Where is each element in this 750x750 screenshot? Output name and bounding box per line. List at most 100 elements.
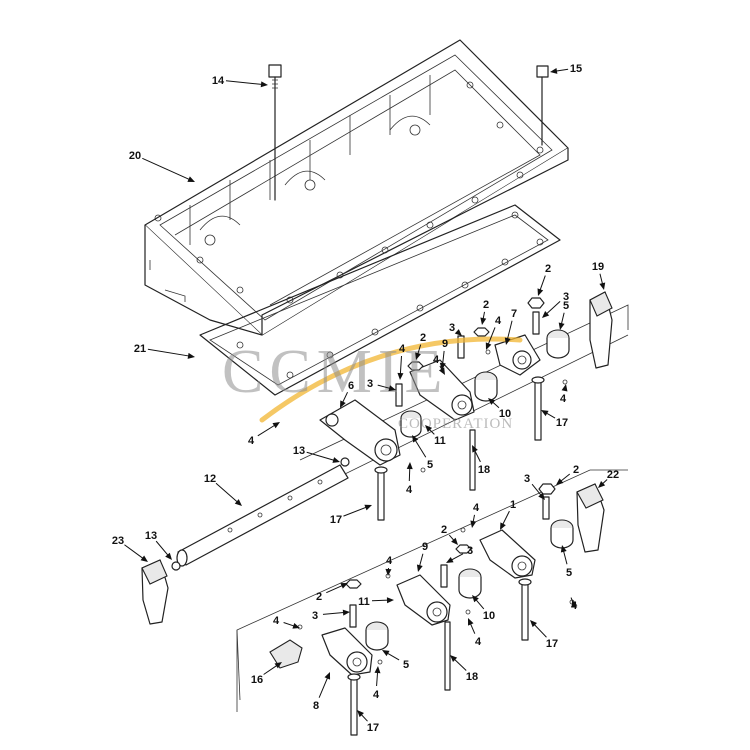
callout-label: 9 [422,541,428,553]
callout-arrowhead [140,555,148,562]
callout-15: 15 [550,63,582,75]
callout-label: 1 [510,499,516,511]
callout-arrowhead [386,597,394,604]
bushing-lower [365,519,574,651]
callout-leader [501,510,510,526]
callout-label: 10 [483,610,495,622]
callout-leader [322,611,346,615]
callout-2: 2 [556,464,579,485]
callout-label: 4 [560,393,567,405]
push-rod [374,376,545,521]
callout-arrowhead [550,67,558,74]
callout-arrowhead [480,317,487,325]
rocker-arm-9 [409,359,475,421]
callout-label: 3 [563,291,569,303]
callout-2: 2 [415,332,426,360]
callout-arrowhead [397,372,404,380]
callout-leader [399,355,403,376]
callout-18: 18 [472,445,490,476]
callout-17: 17 [330,504,372,526]
callout-label: 4 [475,636,482,648]
callout-label: 10 [499,408,511,420]
callout-4: 4 [373,666,381,701]
callout-5: 5 [560,545,572,579]
callout-17: 17 [541,410,568,429]
callout-label: 4 [433,354,440,366]
callout-leader [215,482,239,504]
callout-arrowhead [357,710,364,718]
callout-5: 5 [558,300,569,330]
callout-label: 4 [386,555,393,567]
callout-4: 4 [406,462,413,496]
callout-arrowhead [406,462,413,470]
rocker-bracket-23 [141,559,169,625]
callout-leader [283,622,296,627]
callout-arrowhead [530,620,538,628]
callout-arrowhead [537,288,544,296]
callout-arrowhead [187,352,195,359]
callout-label: 18 [478,464,490,476]
callout-label: 17 [330,514,342,526]
callout-label: 19 [592,261,604,273]
callout-leader [473,449,481,463]
callout-arrowhead [388,385,396,392]
callout-20: 20 [129,150,195,182]
callout-label: 7 [511,308,517,320]
callout-arrowhead [165,552,172,560]
callout-10: 10 [472,595,495,622]
callout-leader [326,584,344,594]
callout-label: 3 [524,473,530,485]
callout-label: 21 [134,343,146,355]
callout-arrowhead [450,655,458,663]
callout-arrowhead [385,568,392,576]
rocker-bracket-19 [589,291,613,369]
callout-leader [386,652,400,661]
callout-4: 4 [397,343,406,380]
callout-arrowhead [504,337,511,345]
rocker-arm-9-lower [396,574,451,626]
callout-arrowhead [425,425,433,433]
callout-9: 9 [439,338,448,370]
callout-5: 5 [382,650,409,671]
callout-leader [257,424,277,437]
callout-arrowhead [412,435,419,443]
callout-arrowhead [332,457,340,463]
adjusting-screw [395,311,540,407]
callout-label: 15 [570,63,582,75]
callout-19: 19 [592,261,606,290]
callout-label: 3 [312,610,318,622]
callout-leader [531,483,543,497]
callout-arrowhead [324,672,331,680]
callout-label: 17 [367,722,379,734]
callout-10: 10 [488,398,511,420]
callout-9: 9 [416,541,428,572]
callout-leader [341,392,348,404]
callout-arrowhead [598,481,606,488]
rocker-arm-6 [319,399,401,466]
callout-14: 14 [212,75,268,88]
watermark-letters: CCMIE [222,338,448,406]
callout-2: 2 [316,583,348,603]
callout-label: 4 [273,615,280,627]
callout-4: 4 [570,597,578,612]
rocker-housing [144,39,569,336]
callout-leader [225,80,264,85]
callout-leader [474,598,485,610]
bushing [400,329,570,438]
callout-arrowhead [272,422,280,429]
callout-label: 13 [293,445,305,457]
callout-label: 17 [556,417,568,429]
callout-11: 11 [425,425,446,447]
callout-4: 4 [485,315,502,350]
push-rod-lower [347,578,532,736]
callout-leader [263,664,279,675]
callout-arrowhead [382,650,390,657]
callout-1: 1 [500,499,516,530]
callout-23: 23 [112,535,148,562]
callout-4: 4 [468,618,482,648]
callout-arrowhead [542,311,550,318]
callout-2: 2 [441,524,458,545]
